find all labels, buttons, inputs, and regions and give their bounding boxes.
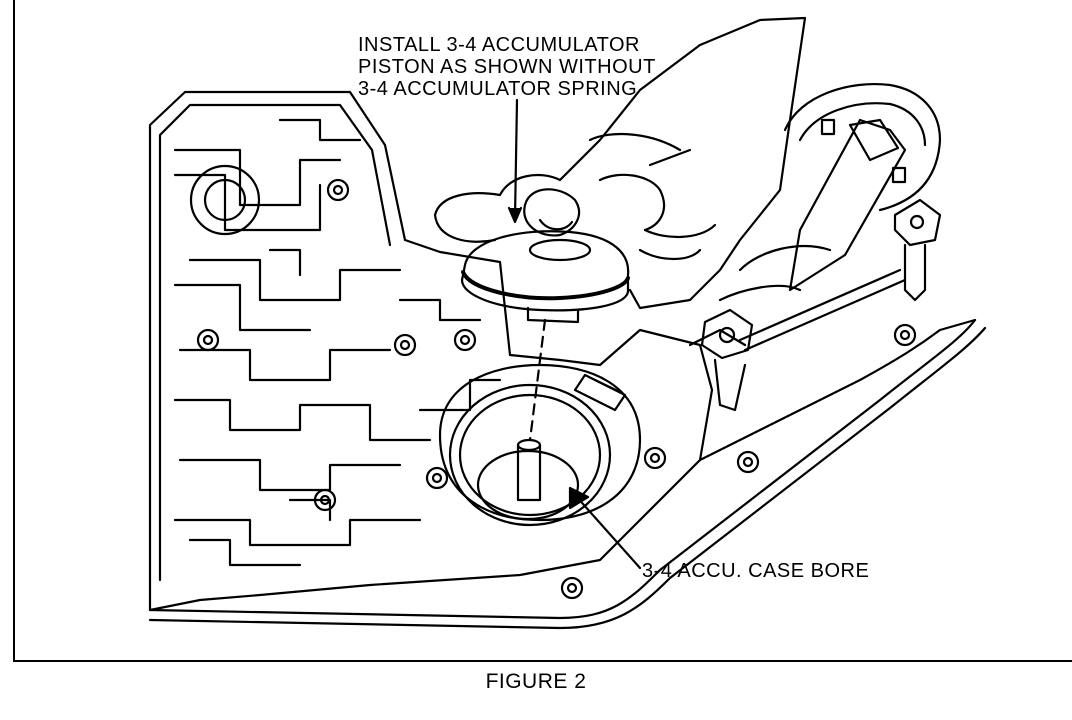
- valve-body: [148, 90, 714, 612]
- bore-leader-line: [573, 493, 642, 570]
- case-rim: [148, 318, 987, 630]
- ratchet-wrench: [718, 118, 907, 302]
- flange: [783, 83, 942, 212]
- install-leader-arrow: [507, 206, 523, 224]
- hand: [433, 16, 807, 310]
- case-bore: [438, 363, 642, 527]
- case-bore-callout: 3-4 ACCU. CASE BORE: [642, 560, 870, 582]
- figure-frame: [13, 0, 1072, 662]
- linkage: [700, 198, 942, 412]
- install-instruction-line-3: 3-4 ACCUMULATOR SPRING: [358, 78, 638, 100]
- install-instruction-callout: INSTALL 3-4 ACCUMULATOR PISTON AS SHOWN …: [358, 34, 656, 100]
- leader-lines: [507, 98, 642, 570]
- figure-caption: FIGURE 2: [485, 670, 587, 693]
- install-instruction-line-2: PISTON AS SHOWN WITHOUT: [358, 56, 656, 78]
- install-leader-line: [513, 98, 519, 220]
- valve-body-bolts: [196, 178, 917, 600]
- alignment-line: [528, 318, 547, 442]
- bore-leader-arrow: [568, 486, 590, 510]
- pin: [516, 438, 542, 502]
- install-instruction-line-1: INSTALL 3-4 ACCUMULATOR: [358, 34, 640, 56]
- accumulator-piston: [460, 230, 630, 324]
